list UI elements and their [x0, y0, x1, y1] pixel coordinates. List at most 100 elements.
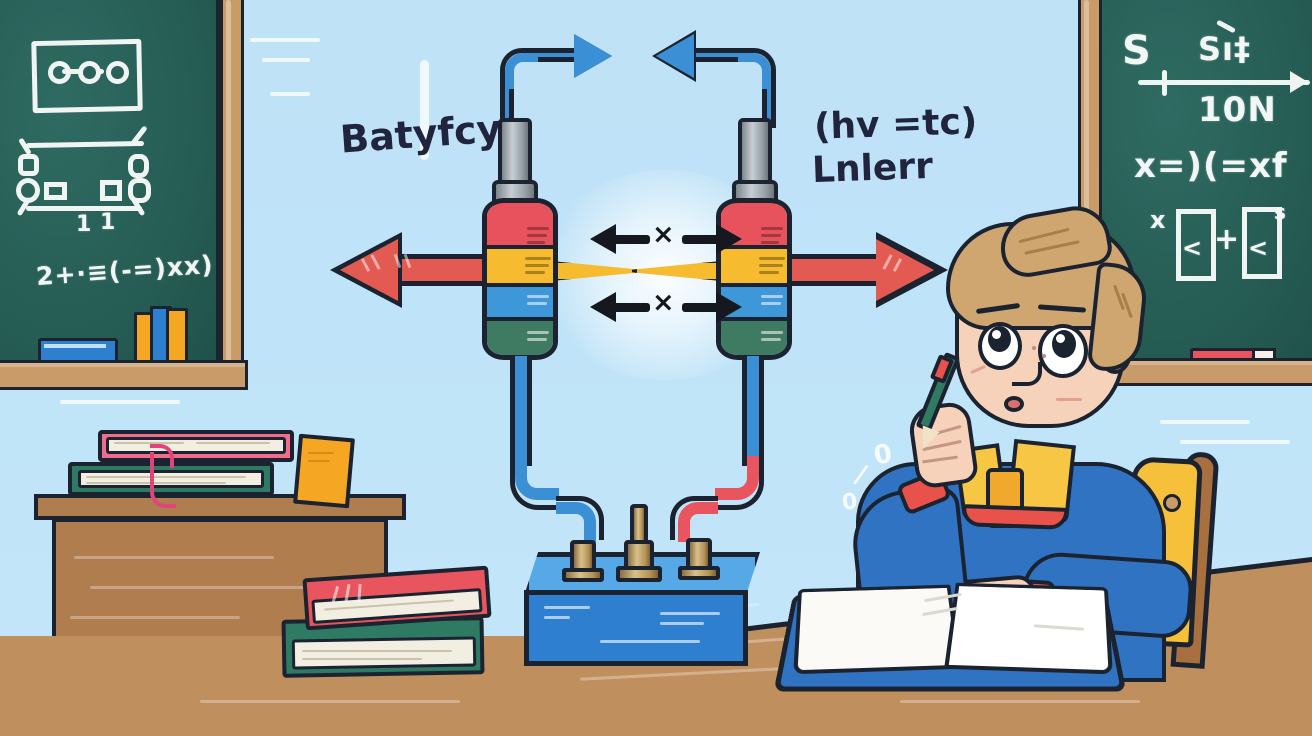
battery-center-terminal-nut[interactable]: [616, 566, 662, 582]
top-left-wire: [500, 48, 580, 128]
chalk-terminal: [128, 154, 149, 178]
bg-speck: [1180, 440, 1290, 444]
chalk-tick-label: 1: [76, 212, 93, 237]
chalk-resistor: [100, 180, 122, 201]
coil-band-blue: [487, 287, 553, 321]
boy-freckle: [1042, 354, 1046, 358]
table-grain: [200, 700, 460, 703]
page-line: [302, 650, 452, 652]
chalk-box-2: [1242, 207, 1282, 279]
desk-pink-notebook-pages: [106, 437, 286, 454]
chalk-tick-label: 1: [100, 210, 117, 235]
bg-speck: [250, 38, 320, 42]
battery-shine: [544, 606, 590, 609]
top-right-arrow-head: [656, 34, 694, 78]
boy-mouth: [1004, 396, 1024, 412]
bg-speck: [262, 58, 310, 62]
chair-screw: [1163, 494, 1181, 512]
chalk-plus: +: [1214, 222, 1241, 257]
chalk-node: [106, 61, 129, 84]
coil-band-green: [721, 321, 787, 355]
bookmark-ribbon-curl: [150, 444, 174, 468]
book-page-edge: [44, 344, 106, 348]
chalk-box-2-content: <: [1248, 234, 1270, 262]
chalk-si-label: Sı‡: [1198, 30, 1252, 68]
right-handwritten-label-top: (hv =tc): [813, 101, 978, 148]
battery-shine: [600, 640, 700, 643]
bookmark-ribbon: [150, 452, 176, 508]
chalk-force-arrow-shaft: [1138, 80, 1310, 85]
left-desk-top: [34, 494, 406, 520]
chalk-rail-bottom: [26, 206, 142, 211]
battery-shine: [660, 612, 720, 615]
chalk-node: [48, 61, 71, 84]
x-mark: ×: [652, 287, 675, 318]
page-line: [86, 476, 246, 478]
boy-collar-trim: [961, 504, 1069, 530]
page-line: [114, 442, 184, 444]
chalk-equation-3-x: x: [1150, 206, 1167, 234]
battery-shine: [544, 616, 570, 619]
bg-speck: [420, 60, 429, 160]
chalk-axis-tick: [1162, 70, 1167, 96]
left-handwritten-label: Batyfcy: [338, 106, 503, 162]
chalk-terminal: [128, 178, 151, 203]
coil-band-red: [487, 203, 553, 249]
boy-right-pupil: [1052, 330, 1076, 358]
boy-right-eye-glint: [1056, 334, 1065, 343]
bg-speck: [60, 400, 180, 404]
left-chalkboard-frame-post: [220, 0, 244, 386]
boy-nose: [1012, 362, 1042, 386]
desk-grain: [74, 556, 274, 559]
top-force-arrows: ×: [590, 219, 742, 256]
bg-speck: [1160, 420, 1250, 424]
desk-grain: [70, 616, 240, 619]
bg-speck: [270, 92, 310, 96]
chalk-box-1-content: <: [1182, 234, 1204, 262]
top-right-wire: [696, 48, 776, 128]
chalk-node: [78, 61, 101, 84]
table-green-book-pages: [291, 636, 477, 670]
battery-right-terminal-nut[interactable]: [678, 566, 720, 580]
boy-left-eye-glint: [992, 330, 1001, 339]
folder-line: [308, 452, 334, 454]
desk-grain: [90, 586, 340, 589]
left-coil: [482, 198, 558, 360]
battery-front-face: [524, 590, 748, 666]
bottom-right-wire: [664, 356, 774, 546]
folder-line: [308, 460, 330, 462]
bottom-left-wire: [500, 356, 610, 546]
desk-yellow-folder: [293, 433, 355, 509]
coil-band-yellow: [721, 249, 787, 287]
table-grain: [900, 700, 1140, 703]
chalk-force-label: 10N: [1198, 90, 1277, 130]
chalk-equation-2: x=)(=xf: [1134, 146, 1288, 186]
chalk-force-arrow-head: [1290, 71, 1308, 93]
chalk-resistor: [44, 182, 67, 200]
thought-doodle: 0: [840, 489, 859, 516]
chalk-equation-3-s: s: [1274, 200, 1287, 224]
left-chalkboard-ledge: [0, 360, 248, 390]
right-handwritten-label-bottom: Lnlerr: [811, 145, 934, 192]
battery-left-terminal-nut[interactable]: [562, 568, 604, 582]
right-coil-connector: [738, 118, 772, 190]
x-mark: ×: [652, 219, 675, 250]
coil-band-green: [487, 321, 553, 355]
thought-doodle: 0: [871, 438, 895, 472]
battery-shine: [660, 622, 704, 625]
page-line: [86, 482, 226, 484]
frame-highlight: [1084, 0, 1089, 372]
page-line: [302, 658, 422, 660]
chalk-terminal: [18, 154, 39, 176]
boy-freckle: [1032, 346, 1036, 350]
chalk-box-1: [1176, 209, 1216, 281]
chalkboard-shelf-book-orange-2: [166, 308, 188, 368]
coil-band-yellow: [487, 249, 553, 287]
frame-highlight: [226, 0, 231, 380]
top-left-arrow-head: [574, 34, 612, 78]
chalk-s-label: S: [1122, 28, 1152, 74]
boy-cheek-line: [1056, 398, 1082, 401]
boy-left-pupil: [988, 326, 1011, 352]
page-line: [196, 442, 270, 444]
